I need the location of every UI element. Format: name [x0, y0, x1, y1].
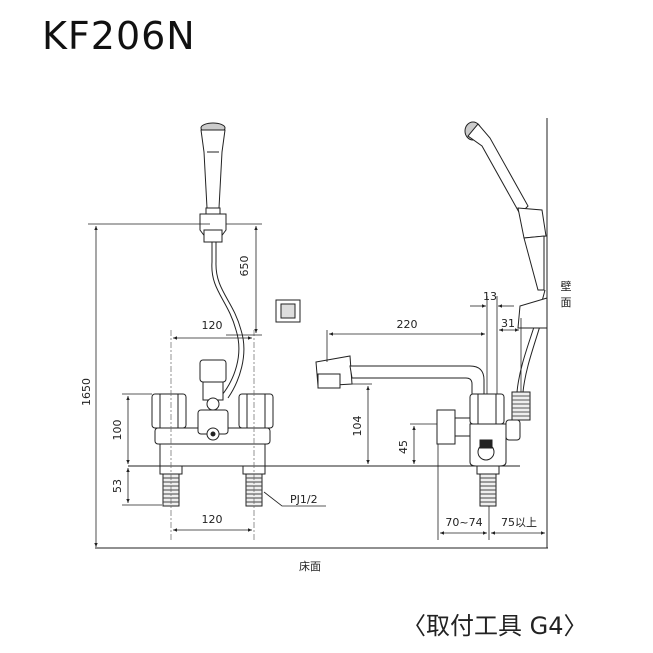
dim-13: 13 [483, 290, 497, 303]
dim-100: 100 [111, 420, 124, 441]
model-title: KF206N [42, 14, 196, 58]
dim-120-bottom: 120 [202, 513, 223, 526]
shower-head-front [200, 122, 226, 215]
dim-31: 31 [501, 317, 515, 330]
mixer-body-front [151, 359, 274, 467]
wall-label-2: 面 [561, 296, 572, 309]
wall-label-1: 壁 [561, 279, 572, 293]
dim-1650: 1650 [80, 378, 93, 406]
mixer-body-side [436, 393, 521, 467]
thread-label: PJ1/2 [290, 493, 318, 506]
dim-120-top: 120 [202, 319, 223, 332]
supply-leg-side [476, 465, 500, 507]
wall-hook [517, 297, 548, 329]
centerlines-front [170, 330, 255, 540]
holder-front [199, 213, 227, 262]
hose-front [211, 261, 245, 399]
floor-label: 床面 [299, 559, 321, 573]
dim-70-74: 70~74 [445, 516, 482, 529]
spout-side [315, 355, 485, 397]
dim-104: 104 [351, 416, 364, 437]
supply-legs-front [159, 465, 266, 507]
dim-220: 220 [397, 318, 418, 331]
install-tool-caption: 〈取付工具 G4〉 [402, 612, 588, 640]
shower-head-side [464, 121, 547, 291]
dim-53: 53 [111, 479, 124, 493]
dim-45: 45 [397, 440, 410, 454]
holder-bracket [275, 299, 301, 323]
dim-650: 650 [238, 256, 251, 277]
dim-75-or-more: 75以上 [501, 516, 537, 529]
